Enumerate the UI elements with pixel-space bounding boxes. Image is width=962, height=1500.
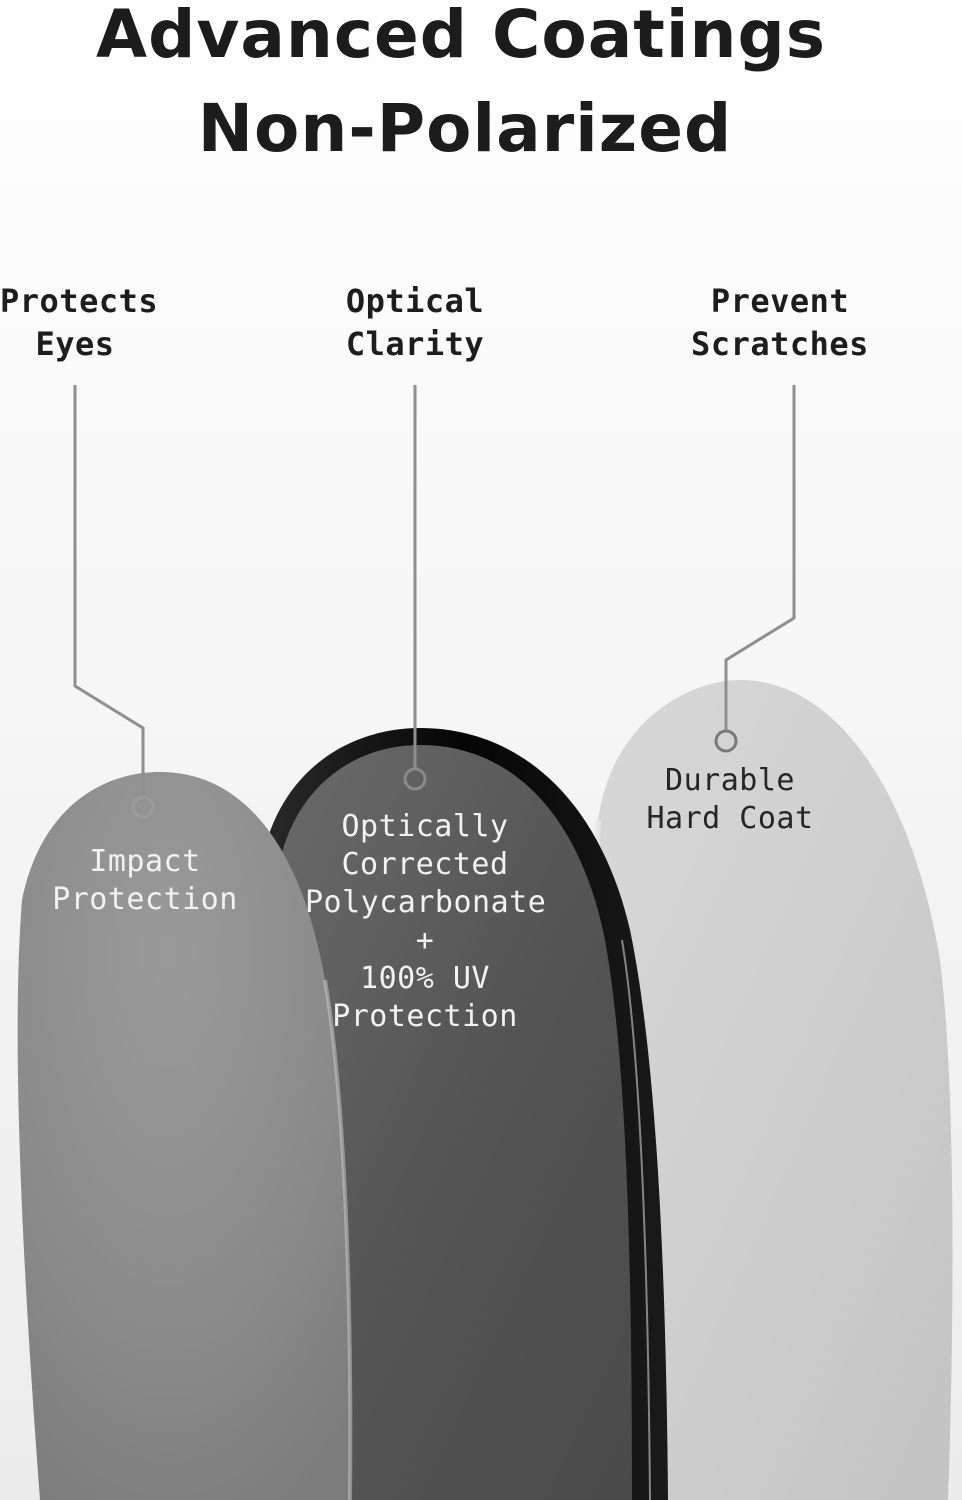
leader-line-right [724,385,796,730]
lens-center-line4: + [415,923,435,958]
callout-center-line1: Optical [345,282,485,320]
leader-dot-left [131,795,155,819]
callout-center-line2: Clarity [345,325,485,363]
lens-center-line1: Optically [341,809,509,844]
left-lens [17,772,351,1500]
title-line-2: Non-Polarized [197,90,733,167]
leader-line-left [73,385,145,796]
left-lens-edge [323,979,353,1500]
lens-center-line2: Corrected [341,847,509,882]
lens-label-polycarbonate: Optically Corrected Polycarbonate + 100%… [305,808,547,1036]
lens-label-impact-protection: Impact Protection [50,843,240,919]
callout-right-line1: Prevent [710,282,850,320]
leader-lines [73,385,796,796]
callout-protects-eyes: Protects Eyes [0,280,159,366]
lens-left-line1: Impact [89,844,201,879]
lens-center-line3: Polycarbonate [305,885,547,920]
lens-center-line6: Protection [332,999,518,1034]
callout-right-line2: Scratches [691,325,869,363]
center-lens [275,745,632,1500]
leader-dot-right [714,729,738,753]
lens-label-hard-coat: Durable Hard Coat [640,762,820,838]
lens-right-line2: Hard Coat [646,801,814,836]
center-lens-highlight [621,939,651,1500]
leader-dots [131,729,738,819]
title-line-1: Advanced Coatings [96,0,826,73]
callout-left-line1: Protects [0,282,159,320]
callout-prevent-scratches: Prevent Scratches [680,280,880,366]
callout-optical-clarity: Optical Clarity [335,280,495,366]
right-lens [590,680,953,1500]
lens-right-line1: Durable [665,763,795,798]
lens-center-line5: 100% UV [360,961,490,996]
lens-left-line2: Protection [52,882,238,917]
callout-left-line2: Eyes [35,325,115,363]
leader-dot-center [403,767,427,791]
